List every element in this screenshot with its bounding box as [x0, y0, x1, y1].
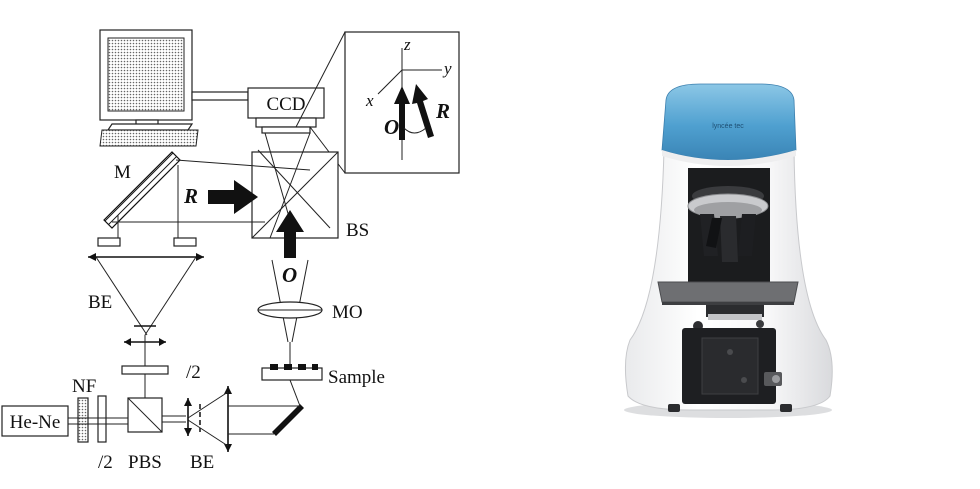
- inset-coordinate-box: z y x O R: [344, 31, 460, 174]
- keyboard-icon: [99, 129, 199, 147]
- inset-object-label: O: [384, 115, 399, 139]
- lower-mirror: [272, 404, 304, 436]
- axis-y-label: y: [442, 59, 452, 78]
- optical-schematic: CCD z y x O R BS: [1, 29, 460, 473]
- beam-expander-lower: [184, 386, 300, 452]
- reference-arrow-icon: [208, 180, 258, 214]
- polarizing-bs-label: PBS: [128, 452, 162, 473]
- sample-label: Sample: [328, 367, 385, 388]
- sample-stage: [261, 342, 323, 381]
- object-arrow-icon: [276, 210, 304, 258]
- laser-label: He-Ne: [10, 412, 61, 433]
- microscope-objective-label: MO: [332, 302, 363, 323]
- beam-splitter-label: BS: [346, 220, 369, 241]
- ccd-label: CCD: [266, 94, 305, 115]
- inset-reference-label: R: [435, 99, 450, 123]
- neutral-filter: [77, 397, 89, 443]
- neutral-filter-label: NF: [72, 376, 96, 397]
- microscope-objective: [257, 259, 323, 343]
- polarizing-beam-splitter: [127, 397, 163, 433]
- reference-beam-label: R: [183, 184, 198, 208]
- computer-monitor-icon: [99, 29, 194, 131]
- beam-expander-left-label: BE: [88, 292, 112, 313]
- axis-z-label: z: [403, 35, 411, 54]
- axis-x-label: x: [365, 91, 374, 110]
- half-wave-top-label: /2: [186, 362, 201, 383]
- microscope-instrument: lyncée tec: [624, 83, 833, 418]
- mirror-label: M: [114, 162, 131, 183]
- half-wave-bottom-label: /2: [98, 452, 113, 473]
- cable: [191, 91, 249, 101]
- he-ne-laser: He-Ne: [1, 405, 69, 437]
- ccd-camera: CCD: [247, 87, 325, 134]
- object-beam-label: O: [282, 263, 297, 287]
- beam-expander-upper: [88, 237, 204, 336]
- brand-logo-text: lyncée tec: [712, 123, 744, 130]
- beam-expander-bottom-label: BE: [190, 452, 214, 473]
